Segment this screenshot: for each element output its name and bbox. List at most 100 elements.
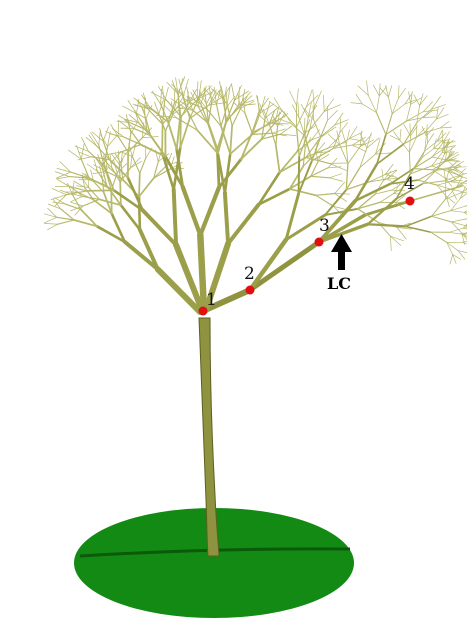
twig [405, 216, 431, 226]
twig [358, 86, 369, 96]
twig [376, 96, 379, 113]
twig [454, 167, 467, 168]
twig [335, 182, 345, 193]
twig [414, 151, 425, 169]
twig [280, 157, 306, 172]
branch [250, 242, 319, 290]
measurement-points: 1 2 3 4 [199, 174, 415, 316]
twig [407, 104, 411, 121]
twig [463, 228, 467, 230]
tree-crown [44, 77, 467, 312]
twig [451, 211, 465, 213]
twig [299, 156, 300, 193]
twig [230, 126, 232, 154]
twig [431, 97, 440, 110]
twig [400, 129, 401, 140]
twig [351, 103, 363, 104]
twig [304, 118, 305, 133]
twig [390, 236, 403, 241]
twig [388, 86, 391, 97]
twig [161, 89, 162, 104]
twig [440, 127, 452, 128]
twig [411, 91, 413, 104]
twig [380, 194, 394, 203]
twig [449, 228, 463, 232]
branch [200, 235, 204, 310]
twig [405, 226, 430, 232]
twig [376, 113, 386, 135]
twig [416, 125, 417, 138]
twig [427, 134, 433, 144]
twig [462, 239, 467, 242]
twig [313, 90, 315, 108]
branch [225, 193, 228, 244]
twig [282, 111, 296, 127]
twig [139, 178, 154, 197]
branch [200, 187, 219, 235]
twig [329, 174, 342, 178]
twig [314, 91, 321, 108]
twig [390, 236, 391, 251]
twig [423, 117, 435, 118]
branch [162, 152, 174, 189]
twig [58, 180, 69, 187]
twig [418, 171, 435, 181]
twig [316, 194, 335, 196]
twig [87, 190, 114, 191]
twig [340, 123, 348, 133]
twig [290, 189, 316, 195]
point-3-marker [315, 238, 324, 247]
point-4-label: 4 [404, 174, 415, 194]
branch [121, 205, 140, 230]
twig [168, 122, 177, 149]
twig [451, 206, 466, 211]
twig [340, 119, 341, 133]
twig [48, 224, 58, 230]
twig [232, 85, 235, 101]
twig [223, 84, 232, 99]
branch [250, 240, 286, 290]
twig [432, 199, 446, 216]
twig [444, 170, 446, 182]
lc-annotation: LC [327, 234, 352, 293]
twig [81, 144, 84, 160]
twig [284, 111, 291, 123]
twig [276, 146, 280, 173]
twig [177, 120, 180, 150]
twig [252, 133, 272, 134]
twig [311, 176, 329, 178]
twig [368, 224, 406, 226]
twig [451, 198, 461, 210]
arrow-up-icon [331, 234, 352, 270]
twig [225, 87, 227, 102]
point-1-label: 1 [206, 290, 217, 310]
twig [356, 94, 362, 104]
twig [276, 127, 278, 146]
twig [162, 124, 163, 152]
twig [221, 126, 230, 154]
twig [463, 221, 467, 228]
twig [367, 81, 369, 96]
twig [58, 220, 74, 224]
twig [348, 147, 360, 164]
twig [444, 141, 445, 154]
twig [423, 102, 432, 112]
twig [382, 169, 383, 181]
branch [183, 187, 201, 235]
twig [323, 95, 324, 111]
twig [304, 109, 313, 120]
twig [103, 127, 108, 141]
twig [313, 106, 314, 120]
twig [452, 189, 457, 199]
twig [442, 152, 455, 153]
twig [450, 255, 453, 264]
twig [432, 216, 452, 222]
lc-label: LC [327, 274, 351, 293]
twig [329, 178, 342, 182]
twig [437, 130, 442, 141]
twig [45, 217, 57, 223]
twig [118, 151, 119, 164]
point-4-marker [406, 197, 415, 206]
twig [398, 88, 405, 98]
